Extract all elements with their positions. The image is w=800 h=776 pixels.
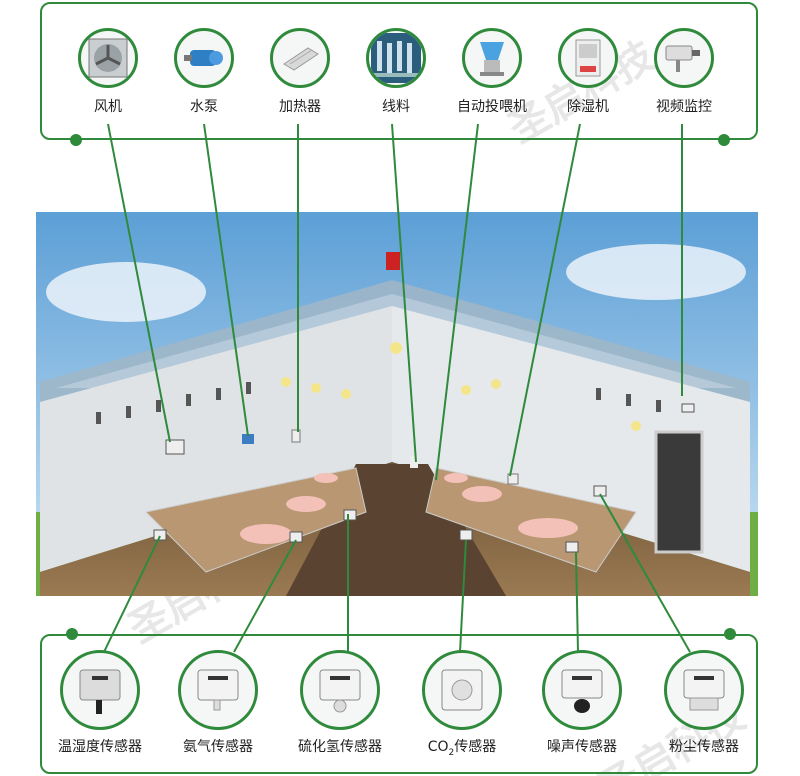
camera-icon [654, 28, 714, 88]
sensor-dust: 粉尘传感器 [642, 650, 766, 756]
feed-line-icon [366, 28, 426, 88]
sensor-box-icon [664, 650, 744, 730]
device-fan: 风机 [60, 28, 156, 116]
sensor-hydrogen-sulfide: 硫化氢传感器 [278, 650, 402, 756]
sensor-box-icon [422, 650, 502, 730]
device-dehumidifier: 除湿机 [540, 28, 636, 116]
sensor-temp-humidity: 温湿度传感器 [38, 650, 162, 756]
sensor-label: CO2传感器 [400, 736, 524, 758]
sensor-box-icon [542, 650, 622, 730]
device-auto-feeder: 自动投喂机 [444, 28, 540, 116]
sensor-label: 硫化氢传感器 [278, 736, 402, 756]
heater-icon [270, 28, 330, 88]
device-label: 除湿机 [540, 96, 636, 116]
auto-feeder-icon [462, 28, 522, 88]
sensor-box-icon [178, 650, 258, 730]
pig-barn-scene [36, 212, 758, 596]
sensor-label: 粉尘传感器 [642, 736, 766, 756]
sensor-box-icon [300, 650, 380, 730]
frame-dot [724, 628, 736, 640]
sensor-box-icon [60, 650, 140, 730]
device-water-pump: 水泵 [156, 28, 252, 116]
fan-icon [78, 28, 138, 88]
sensor-label: 噪声传感器 [520, 736, 644, 756]
device-feed-line: 线料 [348, 28, 444, 116]
device-camera: 视频监控 [636, 28, 732, 116]
sensor-co2: CO2传感器 [400, 650, 524, 758]
sensor-label: 温湿度传感器 [38, 736, 162, 756]
frame-dot [66, 628, 78, 640]
sensor-label: 氨气传感器 [156, 736, 280, 756]
device-label: 风机 [60, 96, 156, 116]
device-label: 水泵 [156, 96, 252, 116]
sensor-noise: 噪声传感器 [520, 650, 644, 756]
frame-dot [718, 134, 730, 146]
device-label: 自动投喂机 [444, 96, 540, 116]
device-label: 视频监控 [636, 96, 732, 116]
device-label: 线料 [348, 96, 444, 116]
device-heater: 加热器 [252, 28, 348, 116]
water-pump-icon [174, 28, 234, 88]
frame-dot [70, 134, 82, 146]
device-label: 加热器 [252, 96, 348, 116]
barn-illustration [36, 212, 758, 596]
sensor-ammonia: 氨气传感器 [156, 650, 280, 756]
dehumidifier-icon [558, 28, 618, 88]
